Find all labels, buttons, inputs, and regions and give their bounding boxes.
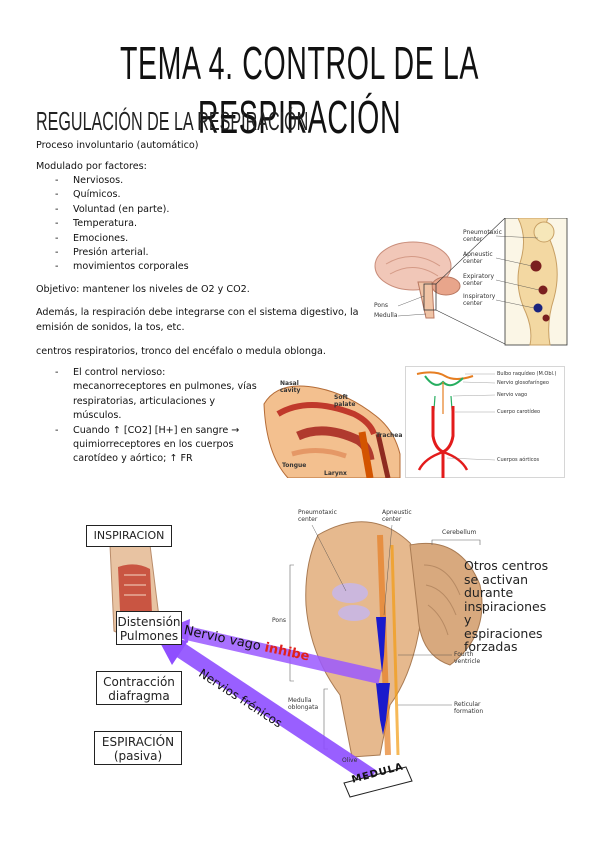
nasal-cavity-label: Nasal cavity xyxy=(280,380,301,394)
brain-figure: Pneumotaxic center Apneustic center Expi… xyxy=(368,217,568,348)
control-line: El control nervioso: xyxy=(73,367,166,378)
pons-label: Pons xyxy=(374,302,389,309)
control-list: El control nervioso: mecanorreceptores e… xyxy=(55,366,257,467)
list-item: Nerviosos. xyxy=(55,174,189,189)
control-line: Cuando ↑ [CO2] [H+] en sangre → xyxy=(73,424,240,436)
medulla-line: oblongata xyxy=(288,704,319,711)
pneumotaxic-center-label: Pneumotaxic center xyxy=(298,509,337,523)
reticular-line: Reticular xyxy=(454,701,481,708)
apneustic-label: Apneustic center xyxy=(463,251,493,265)
control-line: músculos. xyxy=(73,410,122,422)
fourth-ventricle-label: Fourth ventricle xyxy=(454,651,480,665)
inspiratory-label: Inspiratory center xyxy=(463,293,496,307)
airway-figure: Nasal cavity Soft palate Trachea Tongue … xyxy=(258,374,404,479)
espiracion-line-2: (pasiva) xyxy=(113,749,163,763)
list-item: Cuando ↑ [CO2] [H+] en sangre → quimiorr… xyxy=(55,424,257,467)
factors-intro: Modulado por factores: xyxy=(36,161,147,172)
espiracion-box: ESPIRACIÓN (pasiva) xyxy=(94,731,182,765)
note-line: forzadas xyxy=(464,639,518,654)
note-line: durante xyxy=(464,585,514,600)
glosofaringeo-label: Nervio glosofaríngeo xyxy=(497,380,549,386)
larynx-label: Larynx xyxy=(324,470,347,477)
note-line: espiraciones xyxy=(464,625,543,641)
contraccion-line-1: Contracción xyxy=(103,675,175,689)
brain-illustration xyxy=(374,217,568,346)
list-item: Temperatura. xyxy=(55,217,189,232)
contraccion-box: Contracción diafragma xyxy=(96,671,182,705)
centers-text: centros respiratorios, tronco del encéfa… xyxy=(36,346,326,357)
soft-palate-label: Soft palate xyxy=(334,394,356,408)
section-heading: REGULACIÓN DE LA RESPIRACIÓN xyxy=(36,106,309,136)
intro-text: Proceso involuntario (automático) xyxy=(36,140,199,151)
respiration-control-figure: INSPIRACION Distensión Pulmones Contracc… xyxy=(80,505,550,800)
integration-line-1: Además, la respiración debe integrarse c… xyxy=(36,307,359,318)
medulla-line: Medulla xyxy=(288,697,312,704)
medulla-oblongata-label: Medulla oblongata xyxy=(288,697,318,711)
note-line: inspiraciones y xyxy=(464,598,547,627)
list-item: Químicos. xyxy=(55,188,189,203)
page-title: TEMA 4. CONTROL DE LA RESPIRACIÓN xyxy=(119,37,480,143)
cerebellum-label: Cerebellum xyxy=(442,529,477,536)
bulbo-label: Bulbo raquídeo (M.Obl.) xyxy=(497,371,557,377)
carotideo-label: Cuerpo carotídeo xyxy=(497,409,541,415)
list-item: Presión arterial. xyxy=(55,246,189,261)
trachea-label: Trachea xyxy=(376,432,403,439)
distension-box: Distensión Pulmones xyxy=(116,611,182,645)
nerve-figure: Bulbo raquídeo (M.Obl.) Nervio glosofarí… xyxy=(405,366,565,478)
fourth-line: ventricle xyxy=(454,658,481,665)
aorticos-label: Cuerpos aórticos xyxy=(497,457,540,463)
control-line: mecanorreceptores en pulmones, vías xyxy=(73,381,257,393)
distension-line-2: Pulmones xyxy=(119,629,179,643)
pons-label: Pons xyxy=(272,617,287,624)
olive-label: Olive xyxy=(342,757,358,764)
tongue-label: Tongue xyxy=(282,462,307,469)
apneustic-center-label: Apneustic center xyxy=(382,509,412,523)
reticular-line: formation xyxy=(454,708,484,715)
expiratory-label: Expiratory center xyxy=(463,273,495,287)
note-line: se activan xyxy=(464,571,529,587)
integration-line-2: emisión de sonidos, la tos, etc. xyxy=(36,322,185,333)
contraccion-line-2: diafragma xyxy=(108,689,170,703)
otros-centros-note: Otros centros se activan durante inspira… xyxy=(464,559,554,654)
pneumotaxic-label: Pneumotaxic center xyxy=(463,229,502,243)
espiracion-line-1: ESPIRACIÓN xyxy=(101,735,175,749)
list-item: Voluntad (en parte). xyxy=(55,203,189,218)
control-line: quimiorreceptores en los cuerpos xyxy=(73,439,234,451)
distension-line-1: Distensión xyxy=(117,615,181,629)
vago-label: Nervio vago xyxy=(497,392,528,398)
control-line: respiratorias, articulaciones y xyxy=(73,395,216,407)
list-item: Emociones. xyxy=(55,232,189,247)
medulla-label: Medulla xyxy=(374,312,398,319)
inspiracion-box: INSPIRACION xyxy=(86,525,172,547)
fourth-line: Fourth xyxy=(454,651,474,658)
list-item: El control nervioso: mecanorreceptores e… xyxy=(55,366,257,424)
airway-illustration xyxy=(263,385,401,479)
note-line: Otros centros xyxy=(464,558,549,573)
objective-text: Objetivo: mantener los niveles de O2 y C… xyxy=(36,284,250,295)
list-item: movimientos corporales xyxy=(55,260,189,275)
nerve-illustration xyxy=(405,366,565,478)
control-line: carotídeo y aórtico; ↑ FR xyxy=(73,453,193,465)
factors-list: Nerviosos. Químicos. Voluntad (en parte)… xyxy=(55,174,189,275)
reticular-formation-label: Reticular formation xyxy=(454,701,483,715)
